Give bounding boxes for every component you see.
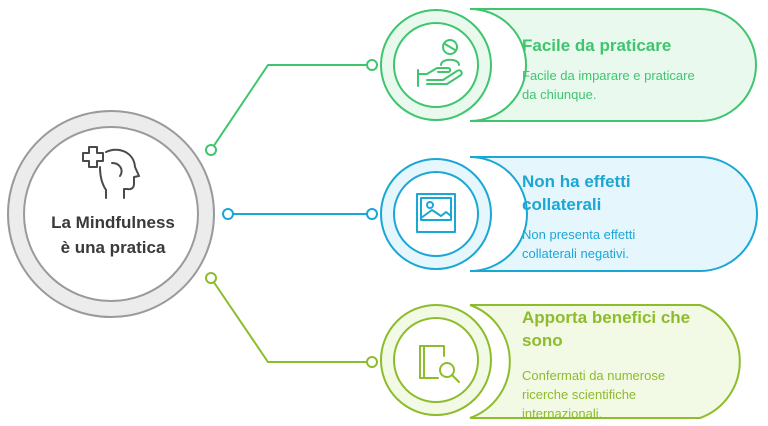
connector-3 xyxy=(205,272,378,368)
image-icon xyxy=(416,193,456,233)
card-description: Non presenta effetti collaterali negativ… xyxy=(522,225,732,263)
card-title-line: sono xyxy=(522,331,563,350)
card-description-line: Confermati da numerose xyxy=(522,368,666,383)
center-title-line-2: è una pratica xyxy=(60,238,166,257)
card-title: Apporta benefici che sono xyxy=(522,306,742,352)
hand-care-icon xyxy=(417,39,463,87)
card-description: Facile da imparare e praticare da chiunq… xyxy=(522,66,732,104)
card-description-line: ricerche scientifiche xyxy=(522,387,637,402)
icon-circle-1 xyxy=(380,9,492,121)
icon-circle-2 xyxy=(380,158,492,270)
card-background-2 xyxy=(469,156,758,272)
card-description-line: internazionali. xyxy=(522,406,603,421)
icon-circle-3 xyxy=(380,304,492,416)
card-description-line: da chiunque. xyxy=(522,87,597,102)
card-title-line: Apporta benefici che xyxy=(522,308,691,327)
book-search-icon xyxy=(419,345,460,383)
card-background-3 xyxy=(469,304,741,419)
card-description-line: collaterali negativi. xyxy=(522,246,629,261)
center-title-line-1: La Mindfulness xyxy=(51,213,175,232)
connector-2 xyxy=(222,208,378,220)
center-title: La Mindfulness è una pratica xyxy=(20,210,206,260)
card-description-line: Non presenta effetti xyxy=(522,227,636,242)
card-title: Facile da praticare xyxy=(522,36,672,55)
card-title-line: Non ha effetti xyxy=(522,172,631,191)
card-background-1 xyxy=(469,8,757,122)
connector-1 xyxy=(205,59,378,156)
center-hub xyxy=(7,110,215,318)
mind-health-icon xyxy=(82,146,140,199)
card-description: Confermati da numerose ricerche scientif… xyxy=(522,366,732,423)
card-title-line: collaterali xyxy=(522,195,602,214)
card-title: Non ha effetti collaterali xyxy=(522,170,742,216)
card-description-line: Facile da imparare e praticare xyxy=(522,68,695,83)
